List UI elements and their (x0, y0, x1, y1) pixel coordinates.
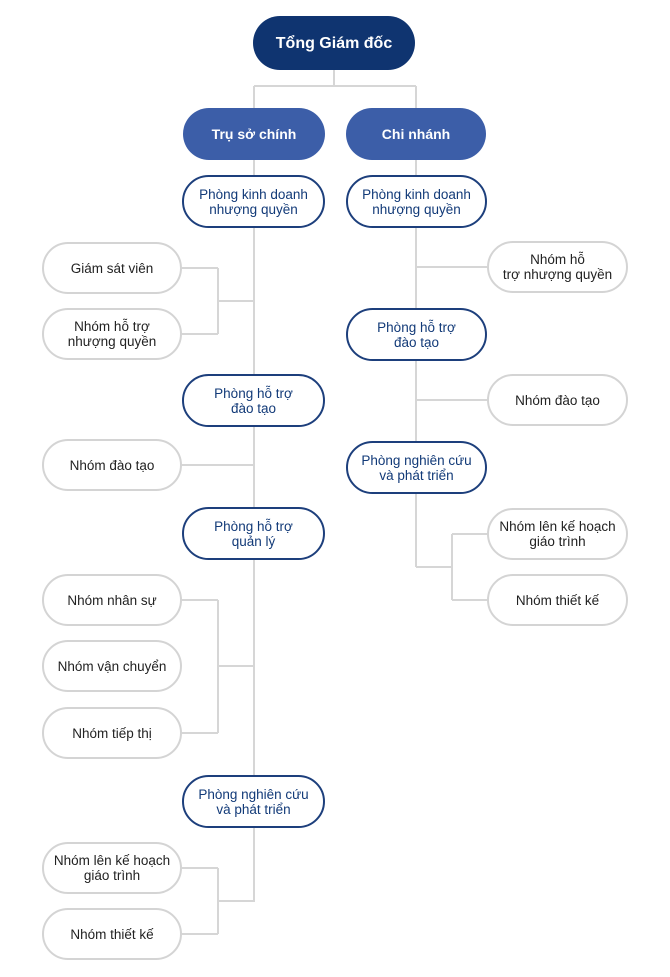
hq-franchise-sales-dept: Phòng kinh doanh nhượng quyền (182, 175, 325, 228)
branch-franchise-support-group: Nhóm hỗ trợ nhượng quyền (487, 241, 628, 293)
branch-franchise-sales-dept: Phòng kinh doanh nhượng quyền (346, 175, 487, 228)
connector-hq-franchise-groups (182, 267, 254, 335)
hq-marketing-group: Nhóm tiếp thị (42, 707, 182, 759)
branch-node: Chi nhánh (346, 108, 486, 160)
branch-curriculum-planning-group: Nhóm lên kế hoạch giáo trình (487, 508, 628, 560)
connector-hq-rnd-groups (182, 828, 255, 935)
hq-franchise-support-group: Nhóm hỗ trợ nhượng quyền (42, 308, 182, 360)
hq-logistics-group: Nhóm vận chuyển (42, 640, 182, 692)
hq-training-support-dept: Phòng hỗ trợ đào tạo (182, 374, 325, 427)
hq-hr-group: Nhóm nhân sự (42, 574, 182, 626)
branch-training-group: Nhóm đào tạo (487, 374, 628, 426)
hq-training-group: Nhóm đào tạo (42, 439, 182, 491)
hq-supervisor-group: Giám sát viên (42, 242, 182, 294)
connector-hq-management-groups (182, 599, 254, 734)
branch-design-group: Nhóm thiết kế (487, 574, 628, 626)
branch-rnd-dept: Phòng nghiên cứu và phát triển (346, 441, 487, 494)
hq-rnd-dept: Phòng nghiên cứu và phát triển (182, 775, 325, 828)
hq-design-group: Nhóm thiết kế (42, 908, 182, 960)
hq-curriculum-planning-group: Nhóm lên kế hoạch giáo trình (42, 842, 182, 894)
connector-ceo-to-branches (253, 70, 417, 108)
hq-management-support-dept: Phòng hỗ trợ quản lý (182, 507, 325, 560)
ceo-node: Tổng Giám đốc (253, 16, 415, 70)
hq-node: Trụ sở chính (183, 108, 325, 160)
connector-branch-rnd-groups (416, 533, 487, 601)
branch-training-support-dept: Phòng hỗ trợ đào tạo (346, 308, 487, 361)
